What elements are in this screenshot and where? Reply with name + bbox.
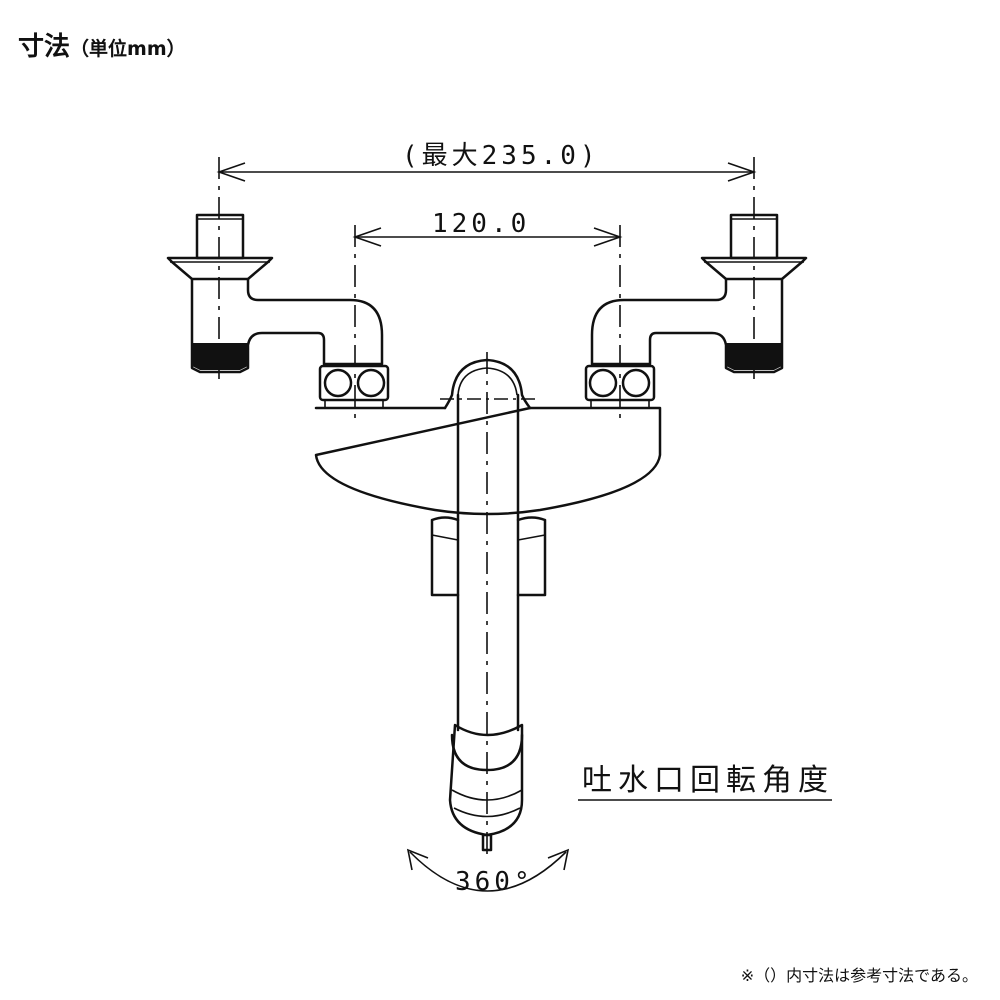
spout-rotation-label: 吐水口回転角度 (582, 763, 834, 798)
center-lines (218, 157, 755, 855)
title-unit: （単位mm） (70, 38, 186, 60)
center-dimension-text: 120.0 (432, 209, 530, 239)
title-main: 寸法 (18, 32, 71, 62)
right-supply-fitting (584, 213, 808, 410)
dimension-center: 120.0 (352, 209, 623, 247)
rotation-angle-text: 360° (455, 867, 534, 897)
page-title: 寸法（単位mm） (18, 26, 186, 63)
footnote: ※（）内寸法は参考寸法である。 (740, 966, 978, 985)
overall-dimension-text: (最大235.0) (402, 141, 600, 171)
dimension-overall: (最大235.0) (216, 141, 757, 182)
rotation-arrow: 360° (406, 848, 570, 897)
valve-body (314, 406, 662, 597)
spout (443, 358, 532, 852)
